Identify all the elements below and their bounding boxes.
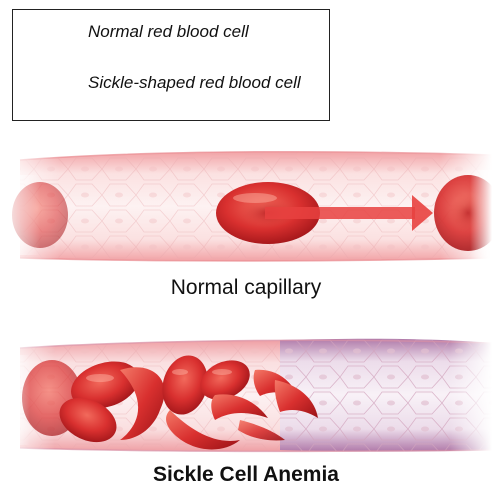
legend-normal-label: Normal red blood cell bbox=[88, 22, 249, 42]
legend-sickle-label: Sickle-shaped red blood cell bbox=[88, 73, 301, 93]
legend-box: Normal red blood cell Sickle-shaped red … bbox=[12, 9, 330, 121]
normal-capillary-caption: Normal capillary bbox=[0, 276, 492, 300]
sickle-cell-anemia-caption: Sickle Cell Anemia bbox=[0, 463, 492, 487]
